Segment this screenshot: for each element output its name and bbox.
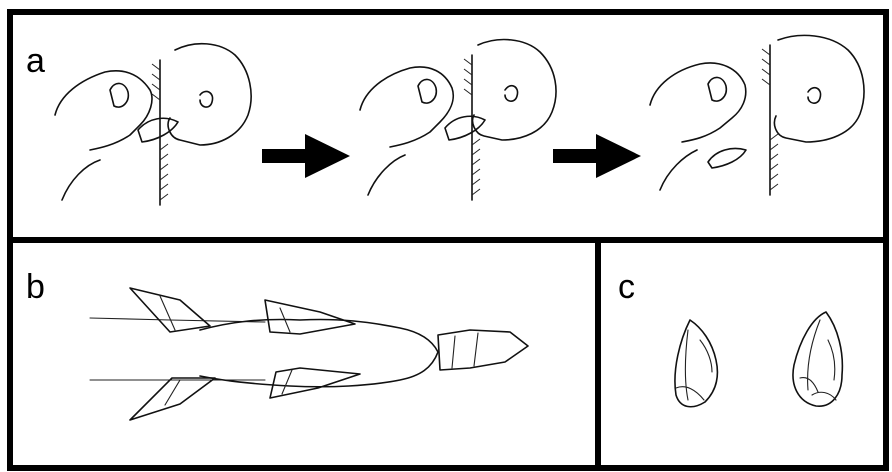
panel-c-border (598, 240, 886, 468)
knapping-step-2 (360, 40, 556, 200)
hafted-arrow (90, 288, 528, 420)
panel-label-a: a (26, 44, 45, 78)
stone-points (675, 312, 842, 407)
knapping-step-3 (650, 35, 864, 195)
panel-b-border (10, 240, 598, 468)
knapping-step-1 (55, 44, 251, 205)
panel-label-c: c (618, 270, 635, 304)
right-arrow-icon (553, 134, 641, 178)
panel-label-b: b (26, 270, 45, 304)
right-arrow-icon (262, 134, 350, 178)
